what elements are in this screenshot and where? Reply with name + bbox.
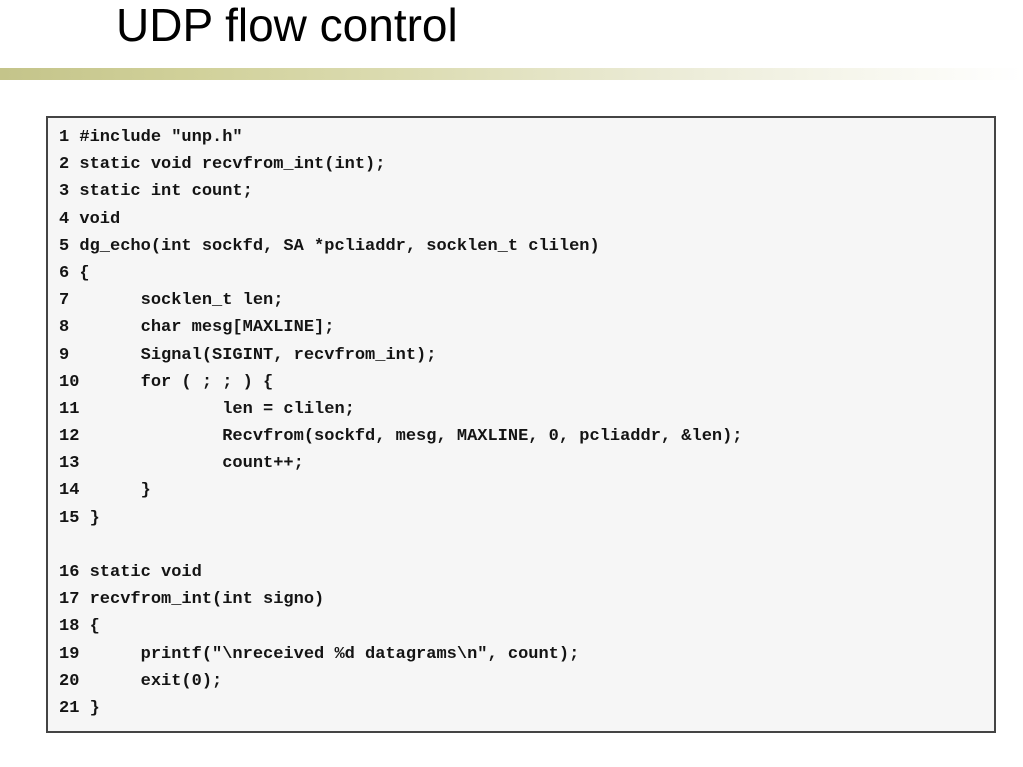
code-line: 12 Recvfrom(sockfd, mesg, MAXLINE, 0, pc… [59,427,743,447]
code-line: 3 static int count; [59,182,253,202]
code-listing-box: 1 #include "unp.h" 2 static void recvfro… [46,116,996,733]
code-listing: 1 #include "unp.h" 2 static void recvfro… [59,124,743,722]
code-line: 5 dg_echo(int sockfd, SA *pcliaddr, sock… [59,236,600,256]
code-blank-line [59,532,743,559]
code-line: 20 exit(0); [59,671,223,691]
code-line: 14 } [59,481,151,501]
code-line: 19 printf("\nreceived %d datagrams\n", c… [59,644,580,664]
code-line: 16 static void [59,563,202,582]
code-line: 2 static void recvfrom_int(int); [59,155,386,175]
code-line: 13 count++; [59,454,304,474]
code-line: 9 Signal(SIGINT, recvfrom_int); [59,345,437,365]
code-line: 15 } [59,508,100,528]
code-line: 21 } [59,698,100,718]
code-line: 7 socklen_t len; [59,291,284,311]
code-line: 1 #include "unp.h" [59,128,243,147]
code-line: 4 void [59,209,121,229]
code-line: 10 for ( ; ; ) { [59,372,274,392]
code-line: 18 { [59,617,100,637]
code-line: 8 char mesg[MAXLINE]; [59,318,335,338]
code-line: 17 recvfrom_int(int signo) [59,590,325,610]
code-line: 6 { [59,263,90,283]
code-line: 11 len = clilen; [59,399,355,419]
title-divider [0,68,1023,80]
slide-title: UDP flow control [116,0,458,51]
